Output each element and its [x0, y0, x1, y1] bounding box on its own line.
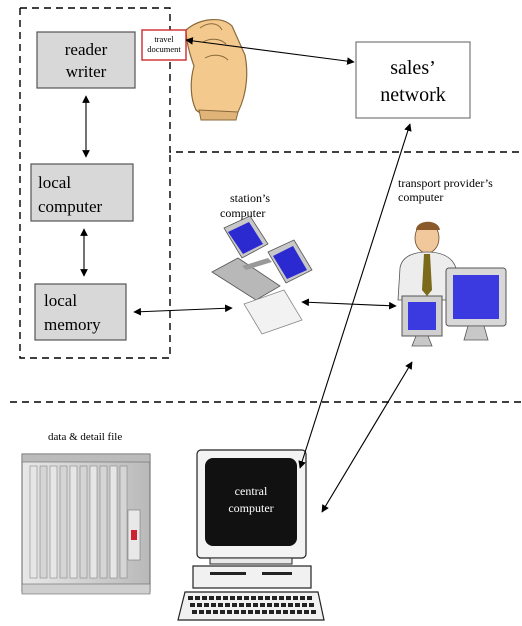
rack-slot: [109, 465, 118, 579]
keyboard-key: [213, 610, 218, 614]
keyboard-key: [262, 610, 267, 614]
keyboard-key: [274, 603, 279, 607]
keyboard-key: [227, 610, 232, 614]
keyboard-key: [281, 603, 286, 607]
keyboard-key: [290, 610, 295, 614]
reader-writer-box: reader writer: [36, 31, 136, 89]
keyboard-key: [237, 596, 242, 600]
keyboard-key: [283, 610, 288, 614]
keyboard-key: [304, 610, 309, 614]
station-computer-label-line1: station’s: [230, 191, 270, 205]
rack-slot: [89, 465, 98, 579]
keyboard-key: [197, 603, 202, 607]
keyboard-key: [234, 610, 239, 614]
keyboard-key: [199, 610, 204, 614]
sales-network-line1: sales’: [390, 57, 436, 79]
keyboard-key: [241, 610, 246, 614]
rack-slot: [119, 465, 128, 579]
arrow-station-to-provider: [301, 298, 397, 310]
keyboard-key: [293, 596, 298, 600]
keyboard-key: [209, 596, 214, 600]
arrow-sales-to-central: [298, 123, 412, 469]
keyboard-key: [232, 603, 237, 607]
rack-slot: [39, 465, 48, 579]
local-memory-box: local memory: [34, 283, 127, 341]
rack-slot: [79, 465, 88, 579]
arrow-provider-to-central: [321, 361, 413, 513]
rack-slot: [99, 465, 108, 579]
keyboard-key: [239, 603, 244, 607]
keyboard-key: [307, 596, 312, 600]
desktop-computer-icon: [211, 215, 313, 335]
arrow-card-to-sales: [185, 37, 355, 65]
keyboard-key: [188, 596, 193, 600]
sales-network-line2: network: [380, 84, 446, 106]
keyboard-key: [276, 610, 281, 614]
local-memory-line2: memory: [44, 315, 101, 334]
keyboard-key: [288, 603, 293, 607]
keyboard-key: [311, 610, 316, 614]
keyboard-key: [297, 610, 302, 614]
keyboard-key: [253, 603, 258, 607]
server-rack-icon: [21, 453, 151, 595]
data-file-label: data & detail file: [48, 431, 122, 443]
keyboard-key: [223, 596, 228, 600]
person-with-computer-icon: [397, 221, 507, 347]
keyboard-key: [309, 603, 314, 607]
travel-document-card: travel document: [141, 29, 187, 61]
keyboard-key: [258, 596, 263, 600]
keyboard-key: [269, 610, 274, 614]
rack-slot: [49, 465, 58, 579]
keyboard-key: [251, 596, 256, 600]
keyboard-key: [202, 596, 207, 600]
keyboard-key: [244, 596, 249, 600]
keyboard-key: [218, 603, 223, 607]
keyboard-key: [265, 596, 270, 600]
keyboard-key: [216, 596, 221, 600]
arrow-memory-to-station: [133, 304, 233, 316]
keyboard-key: [230, 596, 235, 600]
connectors: [80, 37, 413, 513]
keyboard-key: [225, 603, 230, 607]
keyboard-key: [195, 596, 200, 600]
keyboard-key: [204, 603, 209, 607]
keyboard-key: [211, 603, 216, 607]
central-computer-line1: central: [235, 484, 268, 498]
keyboard-key: [272, 596, 277, 600]
local-memory-line1: local: [44, 291, 77, 310]
keyboard-key: [190, 603, 195, 607]
central-computer-line2: computer: [228, 501, 273, 515]
local-computer-line2: computer: [38, 197, 103, 216]
keyboard-key: [246, 603, 251, 607]
transport-provider-label-line1: transport provider’s: [398, 176, 493, 190]
keyboard-key: [267, 603, 272, 607]
keyboard-key: [286, 596, 291, 600]
keyboard-key: [300, 596, 305, 600]
rack-slot: [59, 465, 68, 579]
keyboard-key: [302, 603, 307, 607]
keyboard-key: [248, 610, 253, 614]
keyboard-key: [255, 610, 260, 614]
keyboard-key: [279, 596, 284, 600]
local-computer-box: local computer: [30, 163, 134, 222]
sales-network-box: sales’ network: [355, 41, 471, 119]
local-computer-line1: local: [38, 173, 71, 192]
keyboard-key: [220, 610, 225, 614]
transport-provider-label-line2: computer: [398, 190, 443, 204]
keyboard-key: [260, 603, 265, 607]
reader-writer-line1: reader: [65, 40, 108, 59]
reader-writer-line2: writer: [66, 62, 107, 81]
rack-slot: [29, 465, 38, 579]
hand-holding-card-icon: travel document: [141, 19, 248, 121]
travel-document-line2: document: [147, 44, 181, 54]
keyboard-key: [295, 603, 300, 607]
keyboard-key: [192, 610, 197, 614]
travel-document-line1: travel: [154, 34, 174, 44]
rack-slot: [69, 465, 78, 579]
keyboard-key: [206, 610, 211, 614]
station-computer-label-line2: computer: [220, 206, 265, 220]
crt-workstation-icon: central computer: [177, 449, 325, 621]
